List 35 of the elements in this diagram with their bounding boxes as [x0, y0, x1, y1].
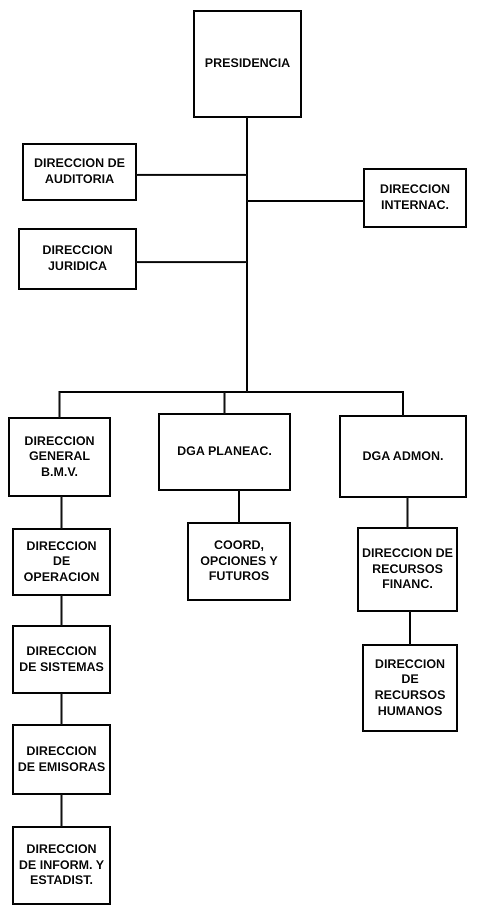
org-box	[363, 168, 467, 228]
box-label: DIRECCION DE SISTEMAS	[18, 644, 105, 676]
org-box	[187, 522, 291, 601]
box-label: DIRECCION DE INFORM. Y ESTADIST.	[18, 842, 106, 889]
connector-line	[409, 612, 411, 644]
connector-line	[60, 596, 62, 625]
org-box	[339, 415, 467, 498]
box-label: DIRECCION DE AUDITORIA	[33, 156, 126, 188]
connector-line	[60, 694, 62, 724]
org-box	[12, 826, 111, 905]
org-box	[357, 527, 458, 612]
connector-line	[60, 795, 62, 826]
box-label: DGA ADMON.	[362, 448, 444, 464]
box-label: DGA PLANEAC.	[177, 444, 272, 460]
connector-line	[406, 498, 408, 527]
org-box	[22, 143, 137, 201]
connector-line	[238, 491, 240, 522]
org-box	[8, 417, 111, 497]
box-label: DIRECCION JURIDICA	[41, 243, 114, 275]
org-box	[193, 10, 302, 118]
box-label: DIRECCION DE RECURSOS FINANC.	[362, 546, 453, 593]
org-box	[18, 228, 137, 290]
box-label: DIRECCION INTERNAC.	[378, 182, 452, 214]
org-box	[158, 413, 291, 491]
box-label: DIRECCION DE EMISORAS	[17, 744, 106, 776]
org-box	[12, 528, 111, 596]
org-box	[12, 625, 111, 694]
connector-line	[60, 497, 62, 528]
box-label: DIRECCION DE OPERACION	[22, 538, 100, 586]
org-box	[12, 724, 111, 795]
box-label: DIRECCION GENERAL B.M.V.	[23, 434, 96, 480]
org-box	[362, 644, 458, 732]
box-label: PRESIDENCIA	[204, 56, 290, 72]
box-label: DIRECCION DE RECURSOS HUMANOS	[374, 656, 446, 720]
box-label: COORD, OPCIONES Y FUTUROS	[199, 538, 279, 585]
